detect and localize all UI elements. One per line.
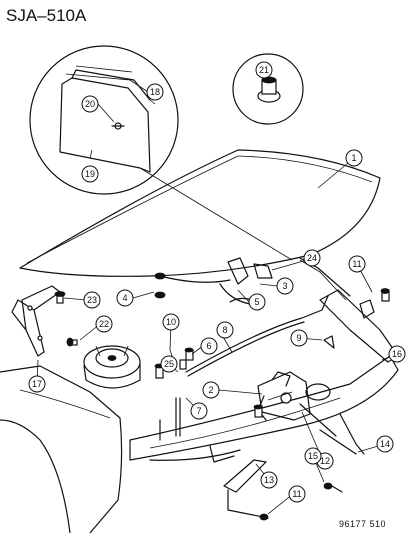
- callout-17: 17: [28, 375, 46, 393]
- svg-text:12: 12: [320, 456, 330, 466]
- callout-1: 1: [345, 149, 363, 167]
- callout-21: 21: [255, 61, 273, 79]
- callout-14: 14: [376, 435, 394, 453]
- svg-text:19: 19: [85, 169, 95, 179]
- svg-text:11: 11: [292, 489, 301, 499]
- callout-6: 6: [200, 337, 218, 355]
- callout-8: 8: [216, 321, 234, 339]
- svg-text:4: 4: [122, 293, 127, 303]
- svg-text:21: 21: [259, 65, 269, 75]
- lower-brace: [223, 413, 365, 519]
- fender: [0, 365, 123, 533]
- callout-23: 23: [83, 291, 101, 309]
- callout-16: 16: [388, 345, 406, 363]
- svg-text:18: 18: [150, 87, 160, 97]
- callout-24: 24: [303, 249, 321, 267]
- detail-circle-hood-insulator: [29, 45, 179, 195]
- callout-2: 2: [202, 381, 220, 399]
- svg-text:2: 2: [208, 385, 213, 395]
- svg-text:16: 16: [392, 349, 402, 359]
- svg-text:5: 5: [254, 297, 259, 307]
- svg-text:23: 23: [87, 295, 97, 305]
- svg-text:8: 8: [222, 325, 227, 335]
- svg-text:1: 1: [351, 153, 356, 163]
- callout-11-lower: 11: [288, 485, 306, 503]
- svg-text:6: 6: [206, 341, 211, 351]
- svg-text:7: 7: [196, 406, 201, 416]
- hardware: [54, 272, 390, 521]
- diagram-id: SJA–510A: [6, 6, 87, 25]
- callout-25: 25: [160, 355, 178, 373]
- callout-3: 3: [276, 277, 294, 295]
- callout-20: 20: [81, 95, 99, 113]
- detail-circle-bumper: [232, 53, 304, 125]
- svg-text:24: 24: [307, 253, 317, 263]
- callout-7: 7: [190, 402, 208, 420]
- svg-text:22: 22: [99, 319, 109, 329]
- svg-text:15: 15: [308, 451, 318, 461]
- drawing-number: 96177 510: [338, 519, 386, 529]
- callout-19: 19: [81, 165, 99, 183]
- svg-text:9: 9: [296, 333, 301, 343]
- svg-text:17: 17: [32, 379, 42, 389]
- callout-13: 13: [260, 471, 278, 489]
- hood-release-cable: [159, 257, 329, 377]
- svg-text:14: 14: [380, 439, 390, 449]
- svg-text:3: 3: [282, 281, 287, 291]
- svg-text:10: 10: [166, 317, 176, 327]
- svg-text:20: 20: [85, 99, 95, 109]
- callout-22: 22: [95, 315, 113, 333]
- callout-5: 5: [248, 293, 266, 311]
- svg-text:13: 13: [264, 475, 274, 485]
- callout-4: 4: [116, 289, 134, 307]
- callout-10: 10: [162, 313, 180, 331]
- strut-tower: [83, 345, 141, 389]
- callout-9: 9: [290, 329, 308, 347]
- callout-11-upper: 11: [348, 255, 366, 273]
- hood-hinge: [11, 285, 61, 357]
- svg-text:25: 25: [164, 359, 174, 369]
- callout-18: 18: [146, 83, 164, 101]
- svg-text:11: 11: [352, 259, 361, 269]
- hood-panel: [19, 149, 381, 277]
- callout-15: 15: [304, 447, 322, 465]
